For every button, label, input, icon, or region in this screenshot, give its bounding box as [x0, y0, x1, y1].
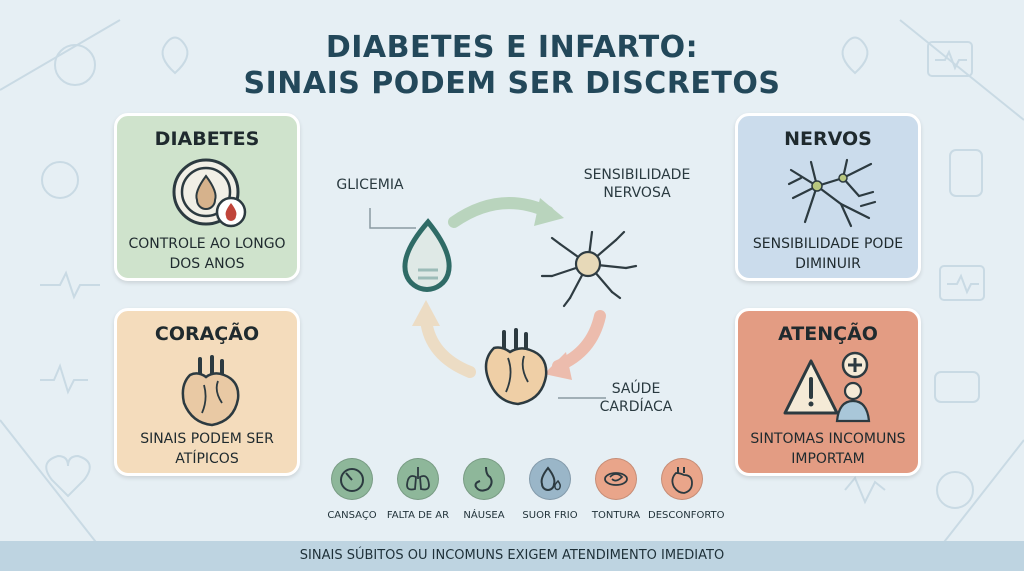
symptom-label: CANSAÇO: [327, 510, 377, 521]
symptom-label: SUOR FRIO: [522, 510, 578, 521]
page-title: DIABETES E INFARTO: SINAIS PODEM SER DIS…: [0, 30, 1024, 102]
card-coracao-desc: SINAIS PODEM SER ATÍPICOS: [140, 431, 274, 467]
sweat-drop-icon: [529, 458, 571, 500]
nerve-icon: [787, 158, 877, 228]
title-line-2: SINAIS PODEM SER DISCRETOS: [243, 66, 781, 101]
label-saude-cardiaca: SAÚDE CARDÍACA: [599, 381, 673, 415]
symptom-suor-frio: SUOR FRIO: [516, 458, 584, 521]
stomach-icon: [463, 458, 505, 500]
heart-icon: [484, 328, 548, 406]
card-nervos-title: NERVOS: [784, 128, 872, 150]
arrow-glicemia-to-nervos: [448, 197, 564, 228]
arrow-heart-to-glicemia: [412, 300, 476, 378]
symptom-label: DESCONFORTO: [648, 510, 725, 521]
cycle-diagram: [369, 197, 638, 406]
footer-banner: SINAIS SÚBITOS OU INCOMUNS EXIGEM ATENDI…: [0, 541, 1024, 571]
gauge-icon: [331, 458, 373, 500]
arrow-nervos-to-heart: [544, 310, 606, 380]
card-atencao-title: ATENÇÃO: [778, 323, 878, 345]
dizzy-icon: [595, 458, 637, 500]
label-sensibilidade-nervosa: SENSIBILIDADE NERVOSA: [583, 167, 691, 201]
label-glicemia: GLICEMIA: [336, 177, 404, 193]
heart-discomfort-icon: [661, 458, 703, 500]
symptom-nausea: NÁUSEA: [450, 458, 518, 521]
title-line-1: DIABETES E INFARTO:: [325, 30, 699, 65]
card-diabetes: DIABETES CONTROLE AO LONGO DOS ANOS: [114, 113, 300, 281]
symptom-label: NÁUSEA: [463, 510, 505, 521]
heart-icon: [181, 355, 240, 427]
card-atencao: ATENÇÃO SINTOMAS INCOMUNS IMPORTAM: [735, 308, 921, 476]
symptom-desconforto: DESCONFORTO: [648, 458, 725, 521]
warning-doctor-icon: [783, 351, 871, 423]
lungs-icon: [397, 458, 439, 500]
neuron-icon: [540, 230, 638, 308]
card-nervos-desc: SENSIBILIDADE PODE DIMINUIR: [752, 236, 904, 272]
symptom-label: TONTURA: [591, 510, 641, 521]
glucose-drop-icon: [402, 218, 452, 292]
symptom-label: FALTA DE AR: [386, 510, 450, 521]
card-diabetes-title: DIABETES: [154, 128, 260, 150]
glicemia-connector: [369, 208, 416, 229]
symptom-cansaco: CANSAÇO: [318, 458, 386, 521]
card-coracao-title: CORAÇÃO: [154, 323, 260, 345]
glucose-drop-icon: [172, 158, 247, 228]
symptoms-row: CANSAÇO FALTA DE AR NÁUSEA SUOR FRIO TON…: [318, 458, 728, 532]
symptom-falta-de-ar: FALTA DE AR: [384, 458, 452, 521]
card-diabetes-desc: CONTROLE AO LONGO DOS ANOS: [128, 236, 286, 272]
symptom-tontura: TONTURA: [582, 458, 650, 521]
card-coracao: CORAÇÃO SINAIS PODEM SER ATÍPICOS: [114, 308, 300, 476]
card-atencao-desc: SINTOMAS INCOMUNS IMPORTAM: [750, 431, 906, 467]
card-nervos: NERVOS SENSIBILIDADE PODE DIMINUIR: [735, 113, 921, 281]
